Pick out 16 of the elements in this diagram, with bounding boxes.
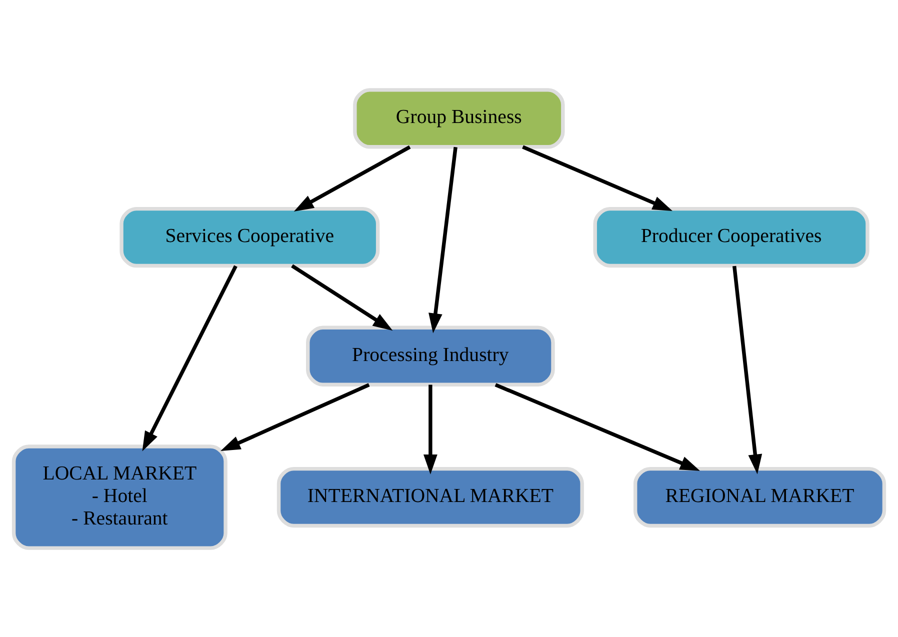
node-box: Services Cooperative: [120, 206, 380, 268]
arrow: [522, 144, 673, 210]
node-box: Producer Cooperatives: [593, 206, 870, 268]
node-box: REGIONAL MARKET: [633, 466, 886, 528]
arrow: [291, 264, 393, 330]
arrow: [423, 384, 438, 474]
node-box: Processing Industry: [306, 325, 555, 386]
arrow: [294, 144, 411, 211]
node-box: LOCAL MARKET - Hotel - Restaurant: [12, 444, 228, 550]
arrow: [494, 382, 700, 470]
node-box: INTERNATIONAL MARKET: [276, 466, 584, 528]
arrow: [142, 264, 238, 451]
arrow: [732, 265, 762, 474]
arrow: [220, 382, 370, 451]
arrow: [428, 146, 458, 333]
node-box: Group Business: [353, 88, 565, 148]
